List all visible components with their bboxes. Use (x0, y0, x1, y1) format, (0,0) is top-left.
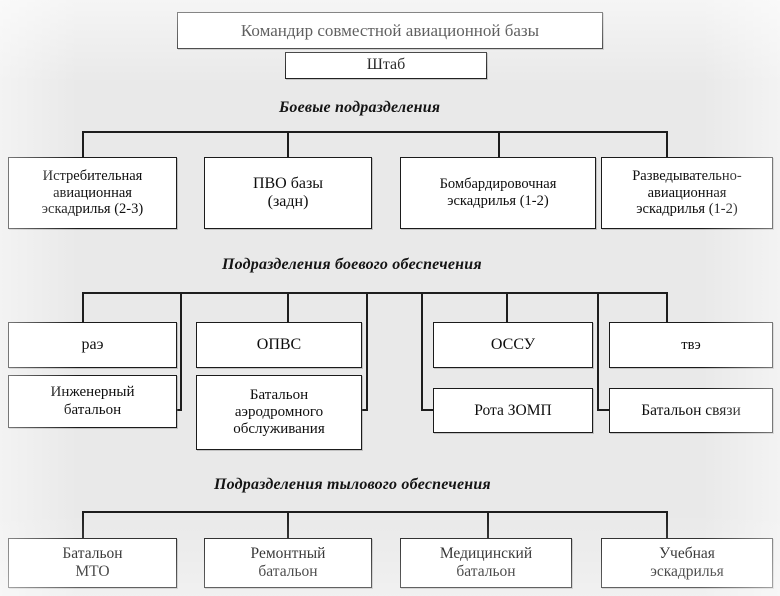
node-training-squadron: Учебная эскадрилья (601, 538, 773, 588)
node-tve-label: твэ (681, 336, 701, 353)
node-zomp-company: Рота ЗОМП (433, 388, 593, 433)
section-heading-rear-support: Подразделения тылового обеспечения (214, 476, 491, 493)
node-staff-label: Штаб (366, 56, 406, 74)
connector-side-cs-2 (366, 292, 368, 410)
connector-bus-rear-support (82, 511, 668, 513)
connector-bus-combat-support (82, 292, 668, 294)
node-ossu: ОССУ (433, 322, 593, 368)
section-heading-combat: Боевые подразделения (279, 99, 441, 116)
node-rae: раэ (8, 322, 177, 368)
connector-side-cs-4 (597, 292, 599, 410)
node-medical-battalion: Медицинский батальон (400, 538, 572, 588)
node-fighter-squadron: Истребительная авиационная эскадрилья (2… (8, 157, 177, 229)
connector-drop-combat-1 (82, 131, 84, 157)
node-engineer-battalion-label: Инженерный батальон (50, 384, 135, 418)
node-recon-squadron-label: Разведывательно- авиационная эскадрилья … (632, 168, 742, 218)
node-repair-battalion-label: Ремонтный батальон (250, 545, 326, 580)
node-mto-battalion-label: Батальон МТО (62, 545, 123, 580)
node-airfield-service-battalion-label: Батальон аэродромного обслуживания (233, 386, 325, 438)
connector-drop-rear-4 (666, 511, 668, 538)
node-rae-label: раэ (81, 335, 104, 353)
connector-drop-rear-2 (287, 511, 289, 538)
node-zomp-company-label: Рота ЗОМП (474, 401, 552, 419)
node-engineer-battalion: Инженерный батальон (8, 375, 177, 428)
node-fighter-squadron-label: Истребительная авиационная эскадрилья (2… (41, 168, 144, 218)
node-ossu-label: ОССУ (490, 335, 536, 353)
connector-drop-cs-1 (82, 292, 84, 322)
connector-drop-combat-2 (287, 131, 289, 157)
connector-bus-combat (82, 131, 668, 133)
node-mto-battalion: Батальон МТО (8, 538, 177, 588)
node-opvs-label: ОПВС (256, 335, 302, 353)
node-commander: Командир совместной авиационной базы (177, 12, 603, 49)
node-training-squadron-label: Учебная эскадрилья (650, 545, 724, 580)
connector-drop-rear-1 (82, 511, 84, 538)
connector-stub-cs-3 (421, 409, 435, 411)
section-heading-combat-support: Подразделения боевого обеспечения (222, 256, 482, 273)
node-staff: Штаб (285, 52, 487, 79)
connector-drop-rear-3 (487, 511, 489, 538)
node-repair-battalion: Ремонтный батальон (204, 538, 372, 588)
connector-side-cs-1 (180, 292, 182, 410)
connector-drop-combat-4 (666, 131, 668, 157)
node-bomber-squadron-label: Бомбардировочная эскадрилья (1-2) (439, 176, 557, 209)
node-airfield-service-battalion: Батальон аэродромного обслуживания (196, 375, 362, 450)
node-signal-battalion: Батальон связи (609, 388, 773, 433)
connector-drop-cs-3 (506, 292, 508, 322)
node-air-defence-label: ПВО базы (задн) (252, 174, 324, 210)
connector-drop-combat-3 (498, 131, 500, 157)
connector-drop-cs-2 (287, 292, 289, 322)
connector-stub-cs-4 (597, 409, 611, 411)
connector-side-cs-3 (421, 292, 423, 410)
node-air-defence: ПВО базы (задн) (204, 157, 372, 229)
connector-drop-cs-4 (666, 292, 668, 322)
node-bomber-squadron: Бомбардировочная эскадрилья (1-2) (400, 157, 596, 229)
node-commander-label: Командир совместной авиационной базы (240, 20, 540, 40)
node-signal-battalion-label: Батальон связи (641, 401, 741, 419)
node-tve: твэ (609, 322, 773, 368)
node-recon-squadron: Разведывательно- авиационная эскадрилья … (601, 157, 773, 229)
node-opvs: ОПВС (196, 322, 362, 368)
node-medical-battalion-label: Медицинский батальон (439, 545, 533, 580)
